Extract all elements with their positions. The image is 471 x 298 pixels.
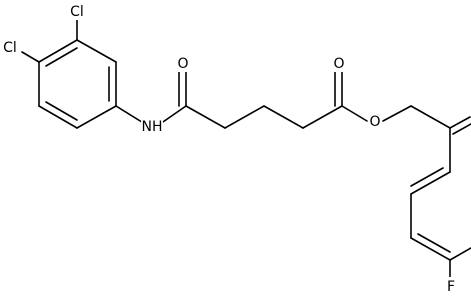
atom-nh: NH [141,117,163,135]
bond [224,105,265,129]
atom-ester-link-o: O [368,112,382,130]
bond [45,47,78,67]
bond [115,105,146,125]
fluorine-label: F [447,279,455,295]
bond [159,105,187,125]
bond [185,105,226,129]
bond [76,39,117,63]
bond [263,105,304,129]
bond [449,116,471,129]
bond [449,247,471,261]
bond [382,105,412,122]
bond [302,105,343,129]
bond [76,105,117,129]
bond [38,105,78,129]
ester-link-o-label: O [369,114,380,130]
bond [452,123,471,135]
bond [410,171,451,195]
atom-cl-top: Cl [67,2,87,20]
bond [38,39,78,63]
amide-o-label: O [177,56,188,72]
atom-labels: Cl Cl NH O O O F [0,2,458,295]
atom-amide-o: O [176,54,190,72]
ester-carbonyl-o-label: O [333,56,344,72]
atom-ester-carbonyl-o: O [332,54,346,72]
bond [417,233,451,253]
cl-top-label: Cl [70,4,84,20]
atom-fluorine: F [444,277,458,295]
amide-nh-label: NH [142,119,163,135]
bond [45,101,78,121]
bond [21,51,40,63]
bond [410,105,451,129]
bond [410,167,444,187]
atom-cl-left: Cl [0,38,20,56]
bond [341,105,368,122]
cl-left-label: Cl [3,40,17,56]
bond [410,237,451,261]
bond-skeleton [21,19,471,279]
